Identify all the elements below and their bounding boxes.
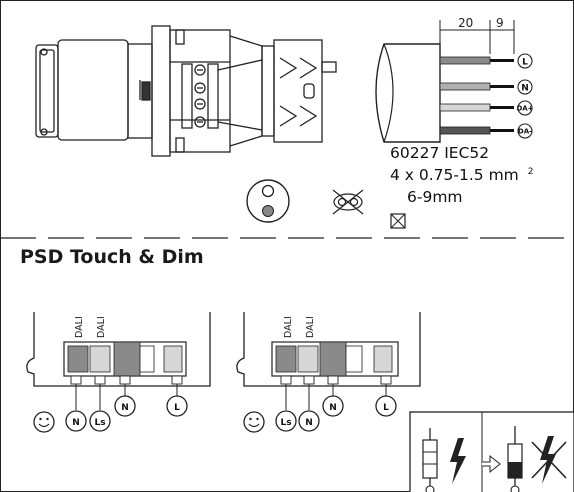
left-terminal-n2: N	[121, 403, 129, 413]
section-title: PSD Touch & Dim	[20, 246, 204, 268]
strip-length-second: 9	[496, 16, 504, 30]
terminal-block-right: DALI DALI Ls N N L	[236, 312, 421, 433]
lightning-icon	[450, 438, 466, 484]
right-terminal-ls: Ls	[280, 418, 291, 428]
left-terminal-n: N	[72, 418, 80, 428]
smiley-icon	[33, 411, 55, 433]
left-terminal-l: L	[174, 403, 180, 413]
terminal-block-left: DALI DALI N Ls N L	[26, 312, 211, 433]
connector-drawing	[35, 25, 337, 157]
not-allowed-cable-icon	[332, 189, 364, 215]
strip-length-first: 20	[458, 16, 473, 30]
wire-terminal-da-plus: DA+	[516, 105, 533, 113]
smiley-icon	[243, 411, 265, 433]
cable-strip-diagram: 20 9 L N DA+ DA-	[375, 16, 534, 143]
fuse-warning-box	[409, 411, 574, 492]
left-terminal-ls: Ls	[94, 418, 105, 428]
cable-diameter-icon	[390, 213, 406, 229]
right-dali-label-1: DALI	[283, 316, 294, 338]
arrow-right-icon	[482, 454, 501, 474]
cable-spec-sup: 2	[527, 166, 534, 177]
wire-terminal-n: N	[521, 84, 529, 94]
left-dali-label-2: DALI	[96, 316, 107, 338]
cable-spec-section: 4 x 0.75-1.5 mm	[390, 166, 519, 184]
left-dali-label-1: DALI	[74, 316, 85, 338]
wire-terminal-da-minus: DA-	[518, 128, 532, 136]
right-dali-label-2: DALI	[305, 316, 316, 338]
fuse-icon	[422, 439, 438, 479]
right-terminal-n2: N	[329, 403, 337, 413]
wire-terminal-l: L	[522, 58, 528, 68]
cable-spec-line2: 4 x 0.75-1.5 mm 2	[390, 166, 533, 184]
right-terminal-n: N	[305, 418, 313, 428]
cable-spec-line3: 6-9mm	[407, 188, 463, 206]
right-terminal-l: L	[383, 403, 389, 413]
cable-cross-section-icon	[246, 179, 290, 223]
cable-spec-line1: 60227 IEC52	[390, 144, 490, 162]
